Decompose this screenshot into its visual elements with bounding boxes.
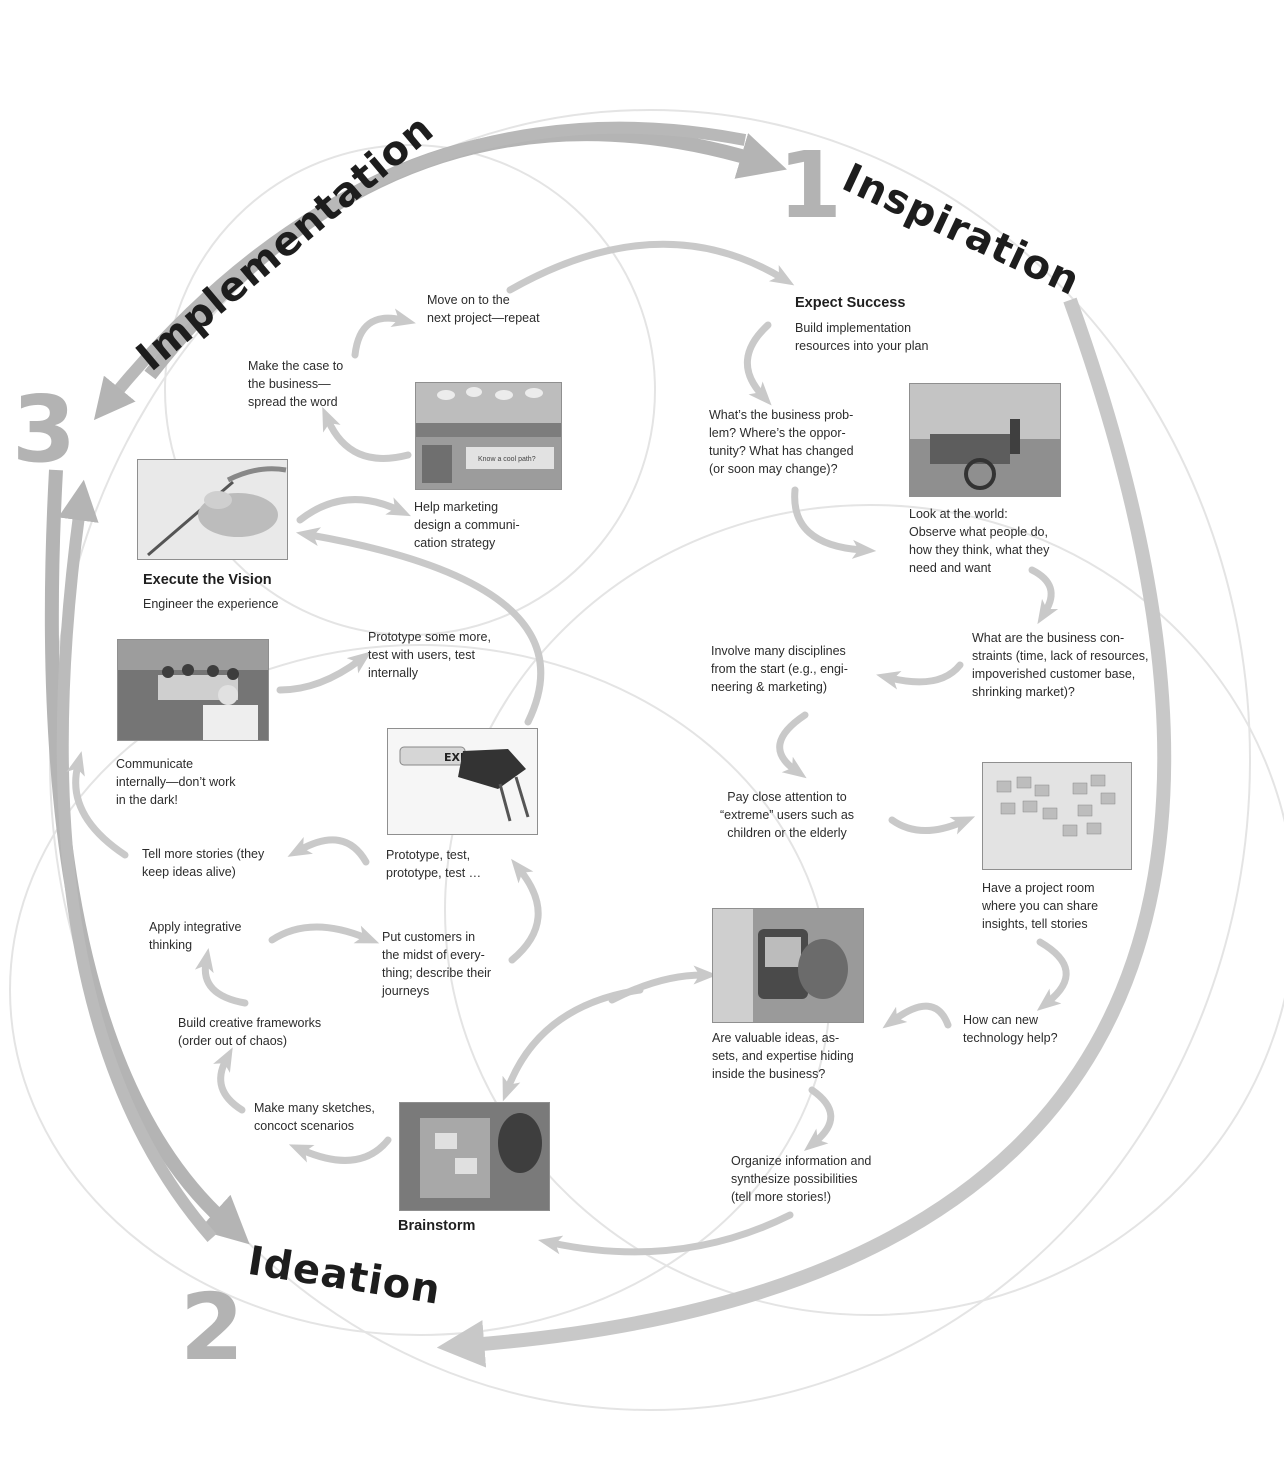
venn-circle-top xyxy=(164,144,656,636)
arrow-to-communicate xyxy=(66,751,129,859)
big-arrow-1-to-2 xyxy=(436,297,1172,1368)
note-new-technology: How can new technology help? xyxy=(963,1013,1058,1045)
arrow-to-expect-success xyxy=(506,240,795,294)
illustration-team-meeting xyxy=(118,640,268,740)
arrow-to-make-case xyxy=(322,406,412,462)
arrow-to-move-on xyxy=(351,308,416,359)
photo-team-meeting xyxy=(117,639,269,741)
note-communicate: Communicate internally—don’t work in the… xyxy=(116,757,236,807)
slide-title-text: Know a cool path? xyxy=(478,456,536,463)
note-project-room: Have a project room where you can share … xyxy=(982,881,1099,931)
illustration-cart xyxy=(910,384,1060,496)
phase-number-1: 1 xyxy=(778,132,843,239)
arrow-to-frameworks xyxy=(213,1047,246,1114)
arrow-to-new-technology xyxy=(1036,938,1070,1011)
arrow-ideas-brainstorm-b xyxy=(502,986,644,1102)
arrow-to-prototype-test xyxy=(508,858,542,964)
arrow-to-integrative xyxy=(194,947,249,1007)
arrow-to-organize xyxy=(803,1086,835,1152)
note-move-on: Move on to the next project—repeat xyxy=(427,293,540,325)
photo-surgical-instrument xyxy=(137,459,288,560)
arrow-to-business-problem xyxy=(744,321,772,406)
photo-look-at-world xyxy=(909,383,1061,497)
note-help-marketing: Help marketing design a communi- cation … xyxy=(414,500,520,550)
subheading-expect-success: Build implementation resources into your… xyxy=(795,321,929,353)
arrow-to-look-world xyxy=(791,486,877,559)
illustration-sticky-notes xyxy=(983,763,1131,869)
note-look-world: Look at the world: Observe what people d… xyxy=(909,507,1050,575)
phase-number-2: 2 xyxy=(180,1274,245,1381)
heading-execute-vision: Execute the Vision xyxy=(143,572,272,588)
photo-expo-prototype: EXPO xyxy=(387,728,538,835)
note-constraints: What are the business con- straints (tim… xyxy=(972,631,1149,699)
arrow-to-tell-stories xyxy=(287,836,370,866)
note-valuable-ideas: Are valuable ideas, as- sets, and expert… xyxy=(712,1031,854,1081)
arrow-to-constraints xyxy=(1028,566,1059,625)
arrow-ideas-brainstorm-a xyxy=(608,965,718,1004)
note-tell-stories: Tell more stories (they keep ideas alive… xyxy=(142,847,265,879)
note-make-case: Make the case to the business— spread th… xyxy=(248,359,344,409)
arrow-to-sketches xyxy=(288,1136,392,1164)
note-prototype-more: Prototype some more, test with users, te… xyxy=(368,630,491,680)
illustration-marketing-slide: Know a cool path? xyxy=(416,383,561,489)
heading-expect-success: Expect Success xyxy=(795,295,906,311)
big-arrow-1-to-3 xyxy=(93,121,747,421)
arrow-to-involve xyxy=(876,661,964,690)
photo-valuable-ideas xyxy=(712,908,864,1023)
arrow-to-project-room xyxy=(888,816,976,835)
arrow-to-pay-attention xyxy=(776,711,809,779)
subheading-execute-vision: Engineer the experience xyxy=(143,597,279,611)
note-organize-info: Organize information and synthesize poss… xyxy=(731,1154,872,1204)
arrow-to-prototype-more xyxy=(276,651,372,694)
note-prototype-test: Prototype, test, prototype, test … xyxy=(386,848,482,880)
photo-marketing-slide: Know a cool path? xyxy=(415,382,562,490)
arrow-to-valuable-ideas xyxy=(882,1002,952,1029)
illustration-brainstorm-table xyxy=(400,1103,549,1210)
big-arrow-2-to-3 xyxy=(56,479,217,1242)
note-make-sketches: Make many sketches, concoct scenarios xyxy=(254,1101,375,1133)
note-apply-integrative: Apply integrative thinking xyxy=(149,920,242,952)
flow-arrows xyxy=(66,240,1070,1256)
note-build-frameworks: Build creative frameworks (order out of … xyxy=(178,1016,322,1048)
arrow-to-execute-vision xyxy=(295,527,545,726)
note-put-customers: Put customers in the midst of every- thi… xyxy=(382,930,492,998)
arrow-to-help-marketing xyxy=(296,496,411,524)
illustration-expo-prototype: EXPO xyxy=(388,729,537,834)
illustration-handheld-device xyxy=(713,909,863,1022)
photo-project-room xyxy=(982,762,1132,870)
note-involve-disciplines: Involve many disciplines from the start … xyxy=(711,644,848,694)
heading-brainstorm: Brainstorm xyxy=(398,1218,476,1234)
arrow-to-brainstorm xyxy=(538,1211,794,1256)
phase-number-3: 3 xyxy=(12,376,77,483)
illustration-surgical-instrument xyxy=(138,460,287,559)
note-business-problem: What’s the business prob- lem? Where’s t… xyxy=(709,408,854,476)
arrow-to-put-customers xyxy=(268,923,380,944)
venn-circle-lower-right xyxy=(444,504,1284,1316)
note-pay-attention: Pay close attention to “extreme” users s… xyxy=(719,790,855,840)
photo-brainstorm xyxy=(399,1102,550,1211)
